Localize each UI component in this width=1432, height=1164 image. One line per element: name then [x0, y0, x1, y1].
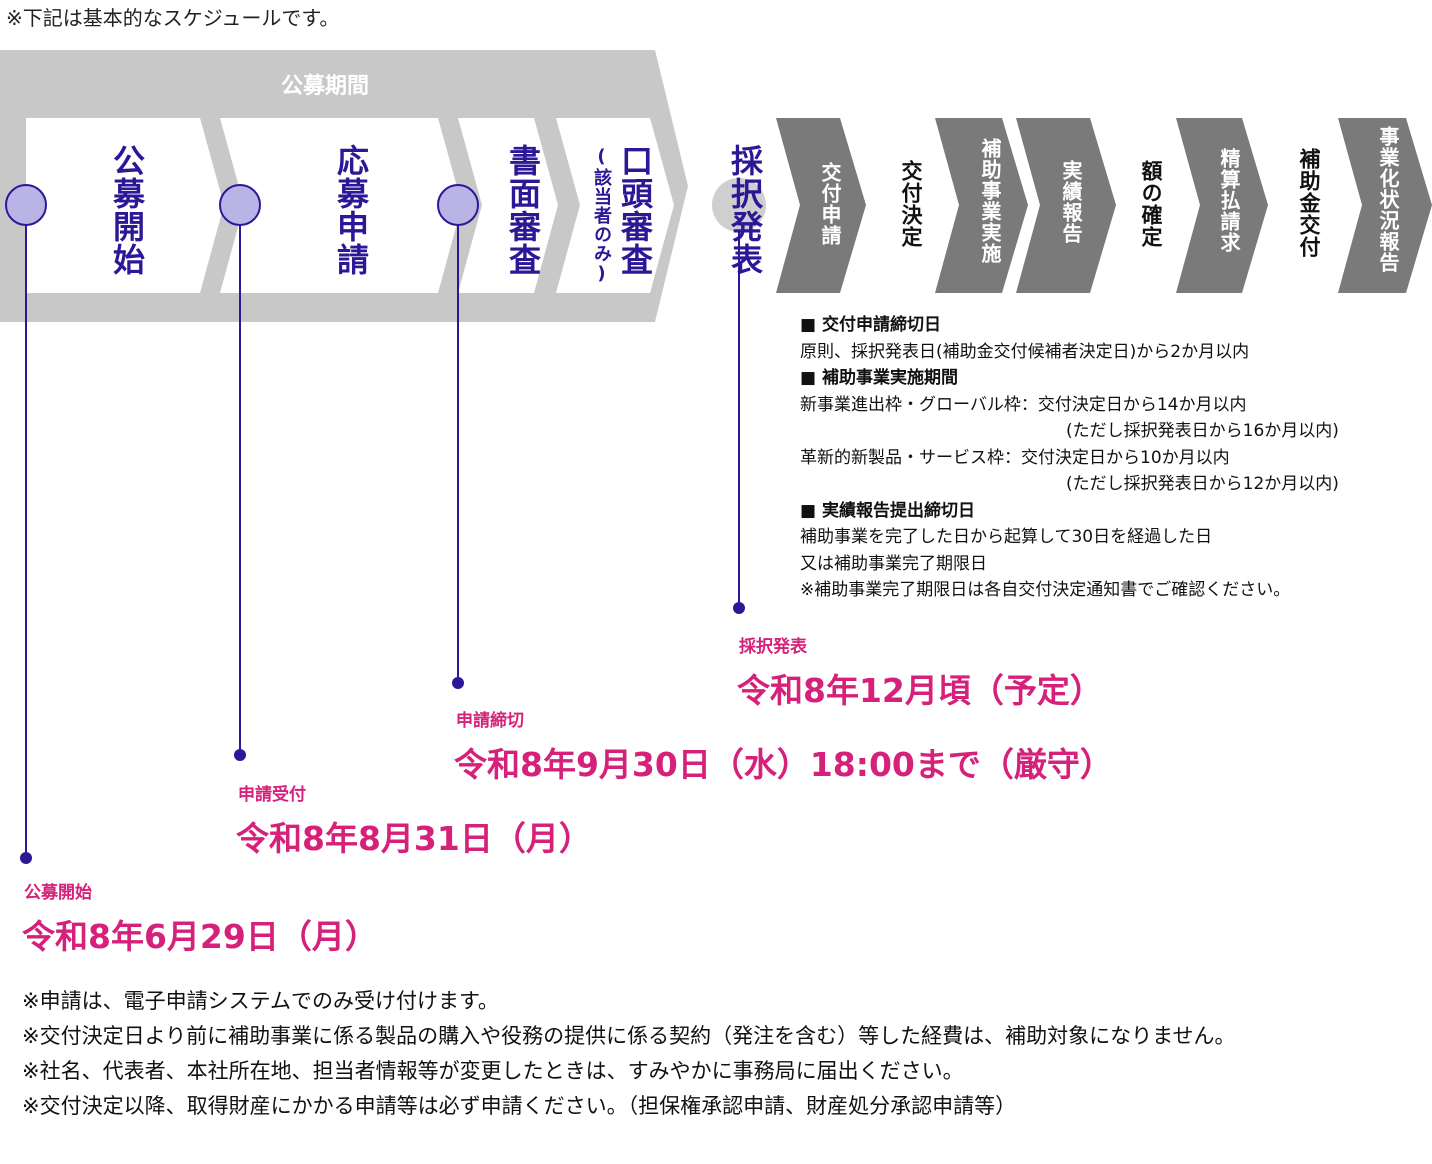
info-block: ■ 交付申請締切日 原則、採択発表日(補助金交付候補者決定日)から2か月以内 ■…	[800, 312, 1339, 604]
step-label-1: 交付申請	[818, 162, 842, 246]
step-arrow-6	[1176, 118, 1268, 293]
date-value-reception: 令和8年8月31日（月）	[236, 819, 592, 858]
info-line: 原則、採択発表日(補助金交付候補者決定日)から2か月以内	[800, 341, 1250, 362]
info-line: (ただし採択発表日から16か月以内)	[1066, 421, 1339, 441]
footer-note: ※申請は、電子申請システムでのみ受け付けます。	[22, 989, 499, 1013]
footer-notes: ※申請は、電子申請システムでのみ受け付けます。 ※交付決定日より前に補助事業に係…	[22, 984, 1236, 1124]
step-label-4: 実績報告	[1059, 160, 1083, 244]
date-value-deadline: 令和8年9月30日（水）18:00まで（厳守）	[454, 745, 1113, 784]
date-label-reception: 申請受付	[238, 785, 306, 805]
step-label-7: 補助金交付	[1297, 148, 1321, 258]
step-label-6: 精算払請求	[1217, 148, 1241, 253]
info-line: 補助事業を完了した日から起算して30日を経過した日	[800, 527, 1213, 547]
date-label-deadline: 申請締切	[456, 711, 524, 731]
info-line: (ただし採択発表日から12か月以内)	[1066, 474, 1339, 494]
step-label-3: 補助事業実施	[978, 138, 1002, 264]
stage-label-1: 公募開始	[108, 144, 146, 276]
date-value-start: 令和8年6月29日（月）	[22, 917, 378, 956]
stage-chevron-4	[556, 118, 674, 293]
step-label-5: 額の確定	[1139, 160, 1163, 248]
info-line: 新事業進出枠・グローバル枠：交付決定日から14か月以内	[800, 394, 1247, 415]
footer-note: ※交付決定以降、取得財産にかかる申請等は必ず申請ください。（担保権承認申請、財産…	[22, 1094, 1017, 1118]
stage-label-5: 採択発表	[726, 144, 764, 276]
end-dot-1	[20, 852, 32, 864]
marker-circle-3	[437, 184, 479, 226]
step-arrow-3	[935, 118, 1028, 293]
date-label-start: 公募開始	[24, 883, 92, 903]
stage-label-3: 書面審査	[504, 144, 542, 276]
info-heading-deadline: ■ 交付申請締切日	[800, 315, 941, 335]
stage-chevron-3	[458, 118, 558, 293]
footer-note: ※交付決定日より前に補助事業に係る製品の購入や役務の提供に係る契約（発注を含む）…	[22, 1024, 1236, 1048]
step-arrow-1	[776, 118, 866, 293]
info-line: ※補助事業完了期限日は各自交付決定通知書でご確認ください。	[800, 580, 1291, 600]
marker-circle-1	[5, 184, 47, 226]
step-label-2: 交付決定	[899, 160, 923, 248]
info-line: 革新的新製品・サービス枠：交付決定日から10か月以内	[800, 447, 1230, 468]
stage-label-2: 応募申請	[332, 144, 370, 276]
info-heading-period: ■ 補助事業実施期間	[800, 368, 958, 388]
info-line: 又は補助事業完了期限日	[800, 553, 987, 574]
stage-label-4: 口頭審査	[616, 144, 654, 276]
step-arrow-8	[1338, 118, 1432, 293]
date-value-announcement: 令和8年12月頃（予定）	[737, 671, 1103, 710]
period-title: 公募期間	[280, 74, 369, 99]
marker-circle-2	[219, 184, 261, 226]
step-label-8: 事業化状況報告	[1376, 126, 1400, 273]
end-dot-5	[733, 602, 745, 614]
info-heading-report: ■ 実績報告提出締切日	[800, 500, 975, 521]
end-dot-3	[452, 677, 464, 689]
stage-chevron-1	[26, 118, 224, 293]
stage-chevron-2	[220, 118, 462, 293]
footer-note: ※社名、代表者、本社所在地、担当者情報等が変更したときは、すみやかに事務局に届出…	[22, 1059, 964, 1083]
date-label-announcement: 採択発表	[739, 637, 807, 657]
top-note: ※下記は基本的なスケジュールです。	[6, 6, 340, 30]
marker-circle-5	[712, 178, 766, 232]
step-arrow-4	[1016, 118, 1116, 293]
end-dot-2	[234, 749, 246, 761]
stage-sublabel-4: (該当者のみ)	[591, 146, 612, 285]
